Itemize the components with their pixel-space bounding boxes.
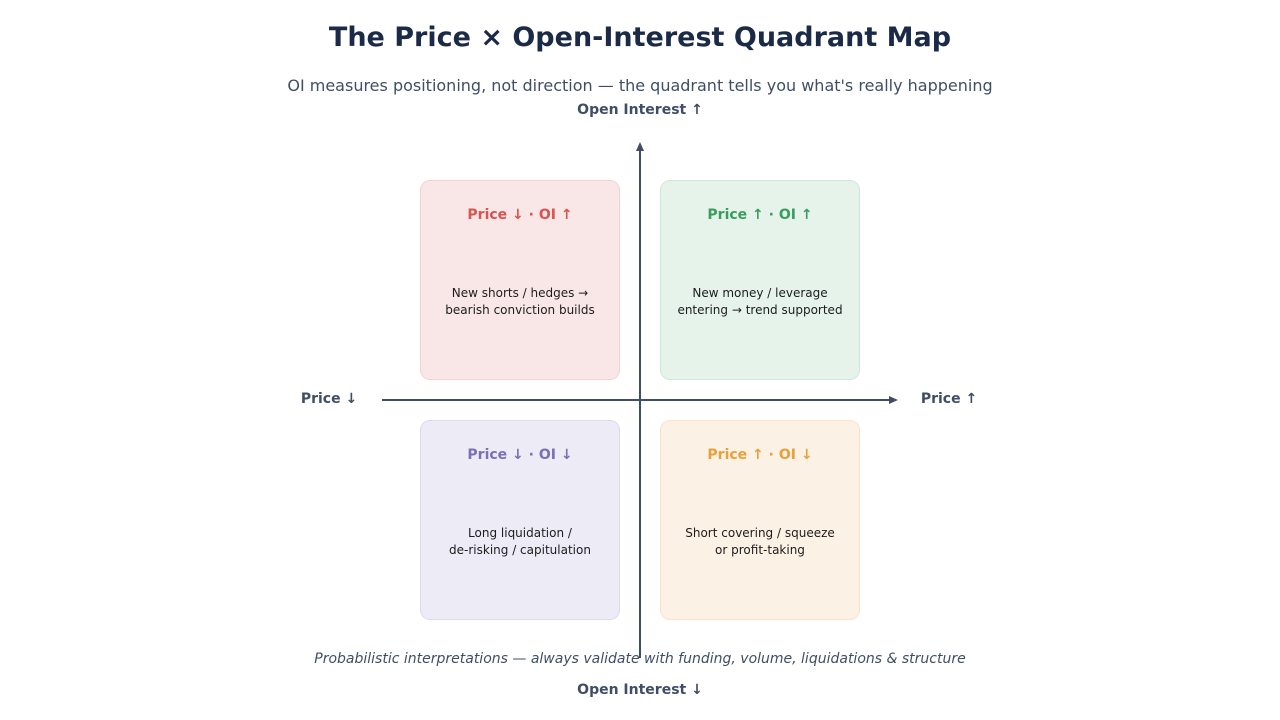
quadrant-description: New shorts / hedges → bearish conviction… (445, 286, 595, 318)
quadrant-title: Price ↓ · OI ↓ (467, 447, 573, 463)
arrow-right-icon (889, 396, 898, 404)
quadrant-price-down-oi-up: Price ↓ · OI ↑ New shorts / hedges → bea… (420, 180, 620, 380)
quadrant-title: Price ↓ · OI ↑ (467, 207, 573, 223)
axis-label-oi-up: Open Interest ↑ (577, 102, 703, 118)
arrow-up-icon (636, 142, 644, 151)
quadrant-description: New money / leverage entering → trend su… (677, 286, 843, 318)
page-title: The Price × Open-Interest Quadrant Map (328, 22, 952, 53)
quadrant-description: Long liquidation / de-risking / capitula… (449, 526, 591, 558)
quadrant-price-up-oi-down: Price ↑ · OI ↓ Short covering / squeeze … (660, 420, 860, 620)
axis-label-oi-down: Open Interest ↓ (577, 682, 703, 698)
footnote: Probabilistic interpretations — always v… (314, 651, 966, 667)
quadrant-title: Price ↑ · OI ↓ (707, 447, 813, 463)
axis-label-price-up: Price ↑ (920, 391, 978, 407)
quadrant-title: Price ↑ · OI ↑ (707, 207, 813, 223)
quadrant-price-down-oi-down: Price ↓ · OI ↓ Long liquidation / de-ris… (420, 420, 620, 620)
axis-label-price-down: Price ↓ (300, 391, 358, 407)
page-subtitle: OI measures positioning, not direction —… (287, 76, 993, 95)
quadrant-price-up-oi-up: Price ↑ · OI ↑ New money / leverage ente… (660, 180, 860, 380)
quadrant-description: Short covering / squeeze or profit-takin… (685, 526, 835, 558)
